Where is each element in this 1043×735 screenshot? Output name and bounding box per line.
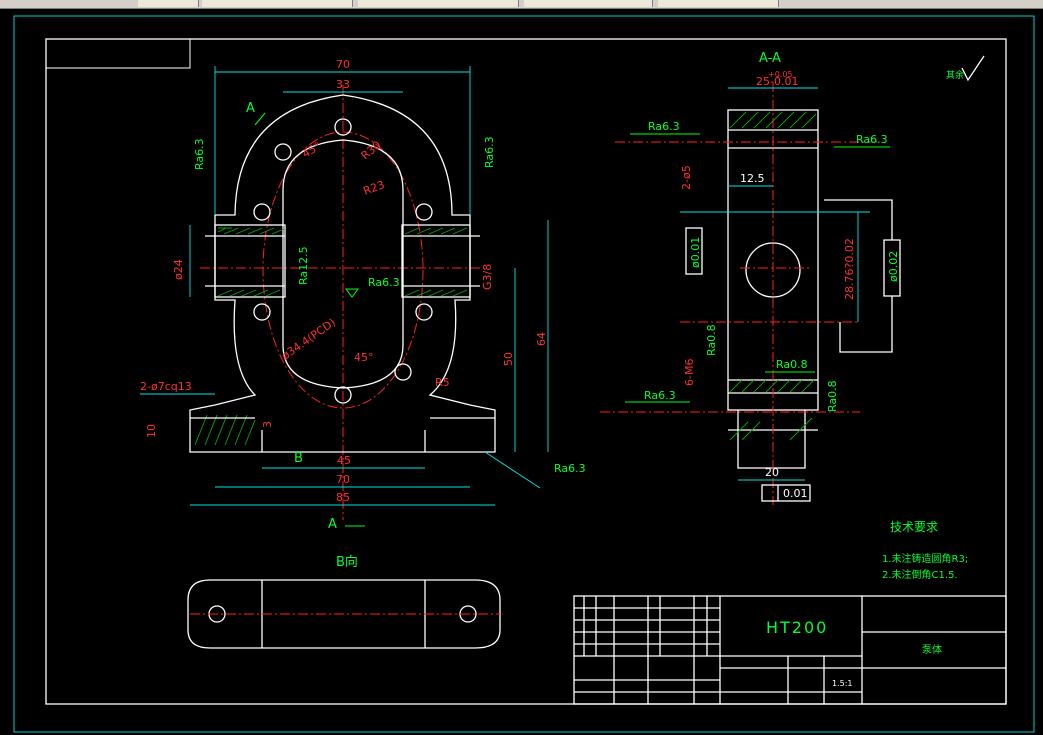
toolbar-tab-2[interactable] — [202, 0, 353, 7]
tech-req-title: 技术要求 — [890, 520, 938, 534]
sec-par: ø0.02 — [887, 251, 900, 282]
dim-10: 10 — [145, 424, 158, 438]
sec-6-m6: 6-M6 — [683, 359, 696, 386]
title-block: HT200 泵体 1.5:1 — [573, 595, 1007, 705]
sec-ra0-8-mid: Ra0.8 — [776, 358, 808, 371]
toolbar-tab-3[interactable] — [358, 0, 519, 7]
dim-45-top: 45° — [300, 140, 323, 161]
dim-r23: R23 — [362, 178, 387, 198]
view-b-title: B向 — [336, 554, 358, 570]
dim-top-33: 33 — [336, 78, 350, 91]
part-name-label: 泵体 — [922, 644, 942, 656]
dim-50: 50 — [502, 352, 515, 366]
dim-85: 85 — [336, 491, 350, 504]
view-arrow-b: B — [294, 451, 303, 466]
sec-tol: 25-0.01 — [756, 75, 798, 88]
dim-top-70: 70 — [336, 58, 350, 71]
view-arrow-a-top: A — [246, 101, 255, 116]
dim-45-bottom: 45° — [354, 351, 374, 364]
view-b: B向 — [187, 554, 501, 649]
sec-2-dia5: 2-ø5 — [680, 165, 693, 190]
ra-6-3-right: Ra6.3 — [483, 136, 496, 168]
sec-ra0-8-left: Ra0.8 — [705, 324, 718, 356]
tech-requirements: 技术要求 1.未注铸造圆角R3; 2.未注倒角C1.5. — [882, 520, 968, 581]
dim-3: 3 — [261, 421, 274, 428]
toolbar-tab-4[interactable] — [524, 0, 653, 7]
dim-45: 45 — [337, 454, 351, 467]
sec-ra6-3-right-top: Ra6.3 — [856, 133, 888, 146]
ra-6-3-center: Ra6.3 — [368, 276, 400, 289]
remaining-roughness: 其余 — [946, 69, 964, 81]
section-a-a: A-A 25-0.01 +0.05 Ra6.3 Ra6.3 2-ø5 12.5 … — [600, 51, 901, 505]
dim-r5: R5 — [435, 376, 450, 389]
dim-ra12-5: Ra12.5 — [297, 246, 310, 285]
toolbar-tab-5[interactable] — [658, 0, 779, 7]
sec-tol-upper: +0.05 — [768, 70, 793, 79]
tech-req-line2: 2.未注倒角C1.5. — [882, 568, 958, 581]
front-view-dimensions: 70 33 R30 R23 45° ø24 Ra12.5 G3/8 Ra6.3 … — [140, 58, 586, 532]
sec-20: 20 — [765, 466, 779, 479]
dim-64: 64 — [535, 332, 548, 346]
window-toolbar-strip — [0, 0, 1043, 9]
dim-bolt-circle: ø34.4(PCD) — [279, 316, 338, 363]
dim-70-bottom: 70 — [336, 473, 350, 486]
material-label: HT200 — [766, 618, 828, 637]
sec-ra6-3-left-bottom: Ra6.3 — [644, 389, 676, 402]
sec-flat: ø0.01 — [689, 237, 702, 268]
cad-drawing-canvas[interactable]: 70 33 R30 R23 45° ø24 Ra12.5 G3/8 Ra6.3 … — [0, 8, 1043, 735]
dim-g3-8: G3/8 — [481, 264, 494, 290]
ra-6-3-base: Ra6.3 — [554, 462, 586, 475]
dim-dia24: ø24 — [172, 259, 185, 280]
outer-frame — [13, 15, 1035, 733]
ra-6-3-left: Ra6.3 — [193, 138, 206, 170]
front-view — [189, 85, 496, 520]
dim-holes: 2-ø7cq13 — [140, 380, 192, 393]
section-title: A-A — [759, 51, 781, 66]
toolbar-tab-1[interactable] — [138, 0, 199, 7]
scale-label: 1.5:1 — [832, 679, 853, 688]
sec-height: 28.76?0.02 — [843, 238, 856, 300]
sec-ra0-8-right: Ra0.8 — [826, 380, 839, 412]
inner-border — [45, 38, 1007, 705]
dim-r30: R30 — [359, 138, 384, 162]
view-arrow-a-bottom: A — [328, 517, 337, 532]
sec-par-bottom: 0.01 — [783, 487, 808, 500]
tech-req-line1: 1.未注铸造圆角R3; — [882, 552, 968, 565]
code-box — [45, 38, 191, 69]
sec-12-5: 12.5 — [740, 172, 765, 185]
sec-ra6-3-left-top: Ra6.3 — [648, 120, 680, 133]
